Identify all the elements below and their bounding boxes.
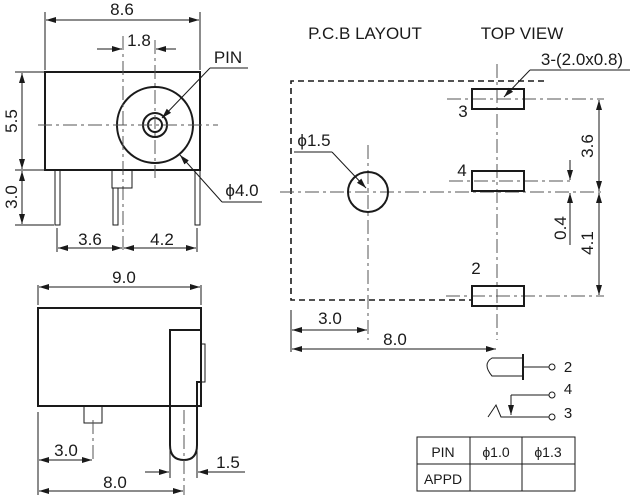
pad-spacing-4-1: 4.1: [578, 231, 597, 255]
sleeve-contact-symbol: [487, 403, 549, 418]
table-header-1-3: ϕ1.3: [534, 444, 562, 460]
pad-offset-8-0: 8.0: [383, 330, 407, 349]
body-footprint-outline: [290, 80, 544, 301]
height-dimension: 5.5: [2, 109, 21, 133]
front-tab: [111, 169, 133, 189]
pad-3: [471, 88, 525, 110]
side-body-outline: [37, 307, 202, 407]
hole-offset-3-0: 3.0: [318, 309, 342, 328]
pin-offset-dimension: 1.8: [127, 31, 151, 50]
leg-dimension: 3.0: [2, 185, 21, 209]
pad-number-3: 3: [458, 102, 467, 121]
side-contact: [200, 343, 206, 383]
schematic-symbol: 2 4 3: [486, 354, 572, 422]
side-view: 9.0 3.0 8.0 1.5: [37, 268, 245, 495]
hole-diameter-label: ϕ1.5: [297, 131, 330, 150]
side-width-dimension: 9.0: [112, 268, 136, 287]
leg-right-dimension: 4.2: [150, 230, 174, 249]
pad-offset-0-4: 0.4: [551, 216, 570, 240]
pad-4: [471, 170, 525, 192]
pad-spacing-3-6: 3.6: [578, 134, 597, 158]
top-view-subtitle: TOP VIEW: [481, 24, 564, 43]
front-view: 8.6 1.8 PIN 5.5 3.0 3.6 4.2 ϕ4.0: [2, 0, 262, 252]
side-pin-dimension: 3.0: [54, 441, 78, 460]
front-leg-right: [194, 169, 201, 226]
pad-2: [471, 285, 525, 307]
terminal-2: [548, 363, 556, 371]
side-lead-dimension: 8.0: [103, 473, 127, 492]
plug-pin-symbol: [486, 357, 524, 377]
pad-spec-label: 3-(2.0x0.8): [541, 50, 623, 69]
mounting-hole: [347, 171, 389, 213]
pad-number-4: 4: [457, 161, 466, 180]
pin-table: PIN ϕ1.0 ϕ1.3 APPD: [416, 436, 576, 492]
pcb-layout: P.C.B LAYOUT TOP VIEW ϕ1.5 3 4 2 3-(2.0x…: [280, 24, 630, 352]
terminal-4: [548, 391, 556, 399]
table-header-pin: PIN: [431, 444, 454, 460]
width-dimension: 8.6: [110, 0, 134, 19]
terminal-number-3: 3: [564, 405, 572, 422]
lead-width-dimension: 1.5: [216, 453, 240, 472]
outer-diameter-label: ϕ4.0: [225, 181, 258, 200]
pcb-layout-title: P.C.B LAYOUT: [308, 24, 422, 43]
leg-left-dimension: 3.6: [78, 230, 102, 249]
table-header-1-0: ϕ1.0: [482, 444, 510, 460]
terminal-number-4: 4: [564, 381, 572, 398]
table-row-appd: APPD: [424, 471, 462, 487]
side-lead: [169, 329, 202, 462]
terminal-number-2: 2: [564, 359, 572, 376]
terminal-3: [548, 413, 556, 421]
pad-number-2: 2: [471, 259, 480, 278]
front-leg-middle: [112, 187, 119, 226]
pin-label: PIN: [214, 48, 242, 67]
front-leg-left: [54, 169, 61, 226]
